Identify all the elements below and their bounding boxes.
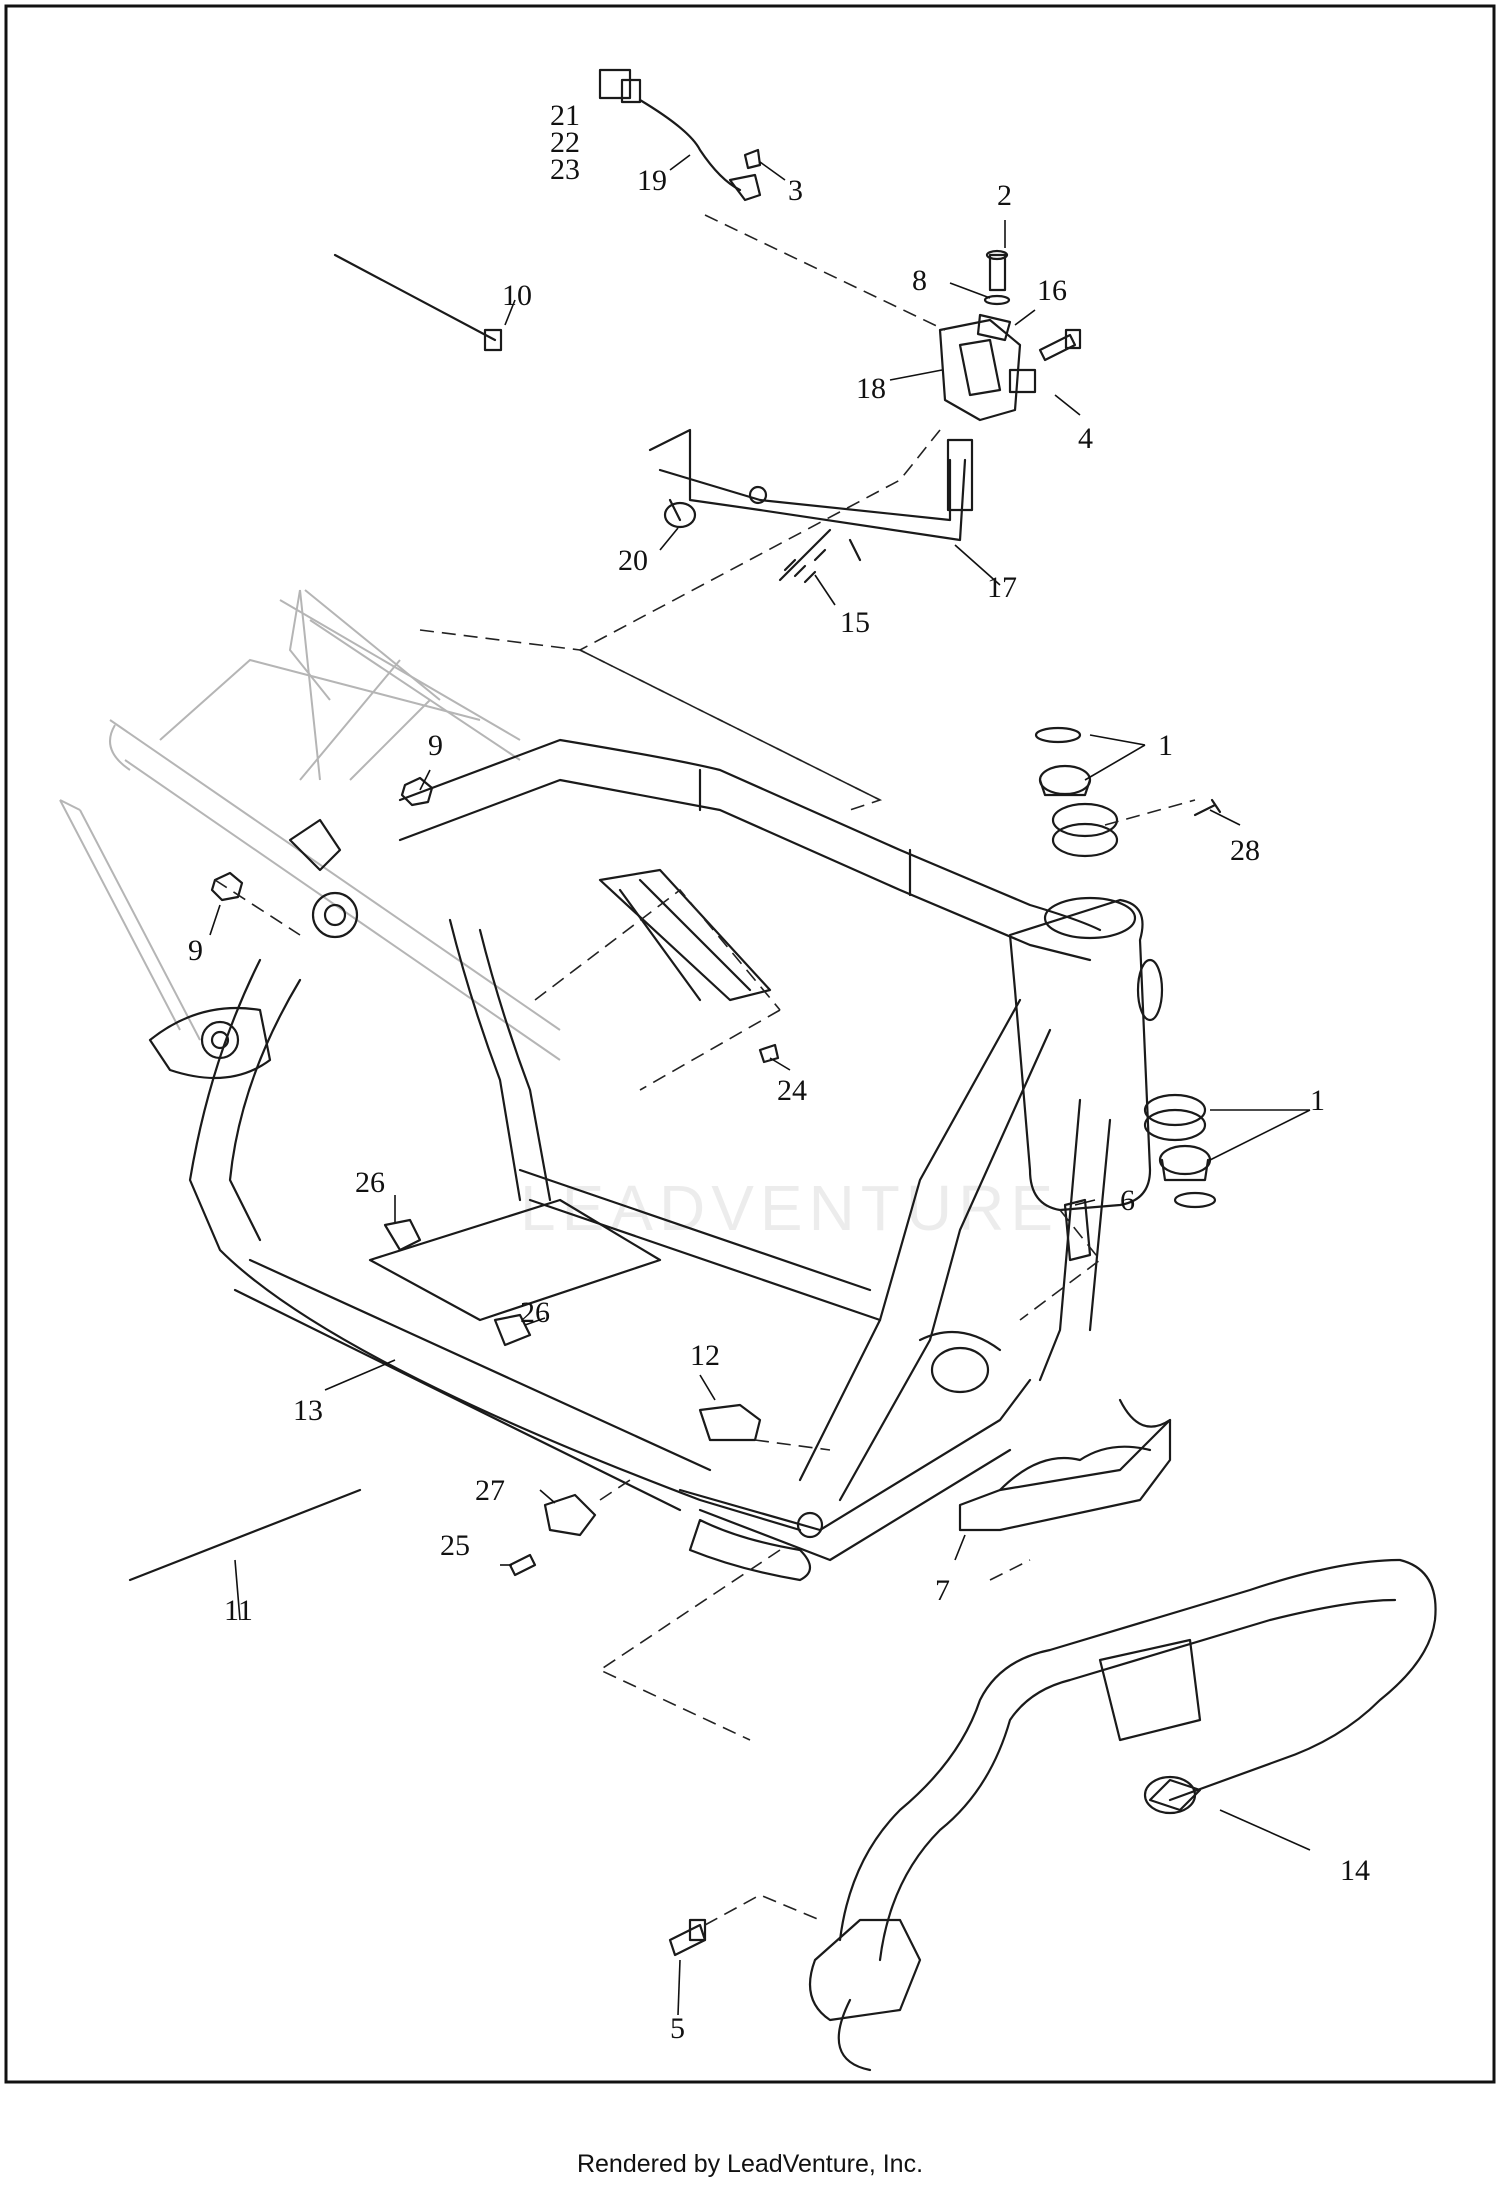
callout-5: 5	[670, 2012, 685, 2045]
callout-18: 18	[856, 372, 886, 405]
rear-frame-faint	[59, 589, 561, 1061]
leader-lines	[209, 154, 1311, 2016]
plate-6	[1063, 1198, 1092, 1262]
callout-13: 13	[293, 1394, 323, 1427]
callout-24: 24	[777, 1074, 807, 1107]
callout-14: 14	[1340, 1854, 1370, 1887]
main-frame	[148, 738, 1164, 1582]
callout-16: 16	[1037, 274, 1067, 307]
skid-plate-7	[958, 1398, 1172, 1532]
callout-3: 3	[788, 174, 803, 207]
callout-11: 11	[224, 1594, 253, 1627]
nut-9-lower	[210, 871, 244, 902]
callout-26-lower: 26	[520, 1296, 550, 1329]
callout-9-lower: 9	[188, 934, 203, 967]
screw-24	[758, 1043, 780, 1064]
jiffy-stand-assembly	[333, 68, 1082, 584]
callout-25: 25	[440, 1529, 470, 1562]
callout-23: 23	[550, 153, 580, 186]
steering-head-bearings	[1034, 726, 1222, 1209]
callout-27: 27	[475, 1474, 505, 1507]
callout-9-upper: 9	[428, 729, 443, 762]
engine-guard-14	[668, 1558, 1437, 2072]
callout-8: 8	[912, 264, 927, 297]
screw-25	[508, 1553, 537, 1577]
diagram-border	[4, 4, 1496, 2084]
bracket-12	[698, 1403, 762, 1442]
callout-numbers: 1 1 2 3 4 5 6 7 8 9 9 10 11 12 13 14 15 …	[188, 99, 1370, 2045]
callout-20: 20	[618, 544, 648, 577]
callout-21: 21	[550, 99, 580, 132]
callout-1-lower: 1	[1310, 1084, 1325, 1117]
callout-7: 7	[935, 1574, 950, 1607]
callout-15: 15	[840, 606, 870, 639]
callout-19: 19	[637, 164, 667, 197]
cable-tie-11	[128, 1488, 362, 1582]
clip-26-upper	[383, 1218, 422, 1252]
callout-1-upper: 1	[1158, 729, 1173, 762]
callout-17: 17	[987, 571, 1017, 604]
clip-26-lower	[493, 1313, 532, 1347]
callout-10: 10	[502, 279, 532, 312]
callout-2: 2	[997, 179, 1012, 212]
nut-9-upper	[400, 776, 434, 807]
callout-12: 12	[690, 1339, 720, 1372]
callout-4: 4	[1078, 422, 1093, 455]
callout-26-upper: 26	[355, 1166, 385, 1199]
callout-6: 6	[1120, 1184, 1135, 1217]
callout-22: 22	[550, 126, 580, 159]
clip-27	[543, 1493, 597, 1537]
callout-28: 28	[1230, 834, 1260, 867]
assembly-lines	[214, 214, 1196, 1926]
watermark: LEADVENTURE	[520, 1172, 1059, 1244]
rendered-by-footer: Rendered by LeadVenture, Inc.	[576, 2150, 924, 2178]
